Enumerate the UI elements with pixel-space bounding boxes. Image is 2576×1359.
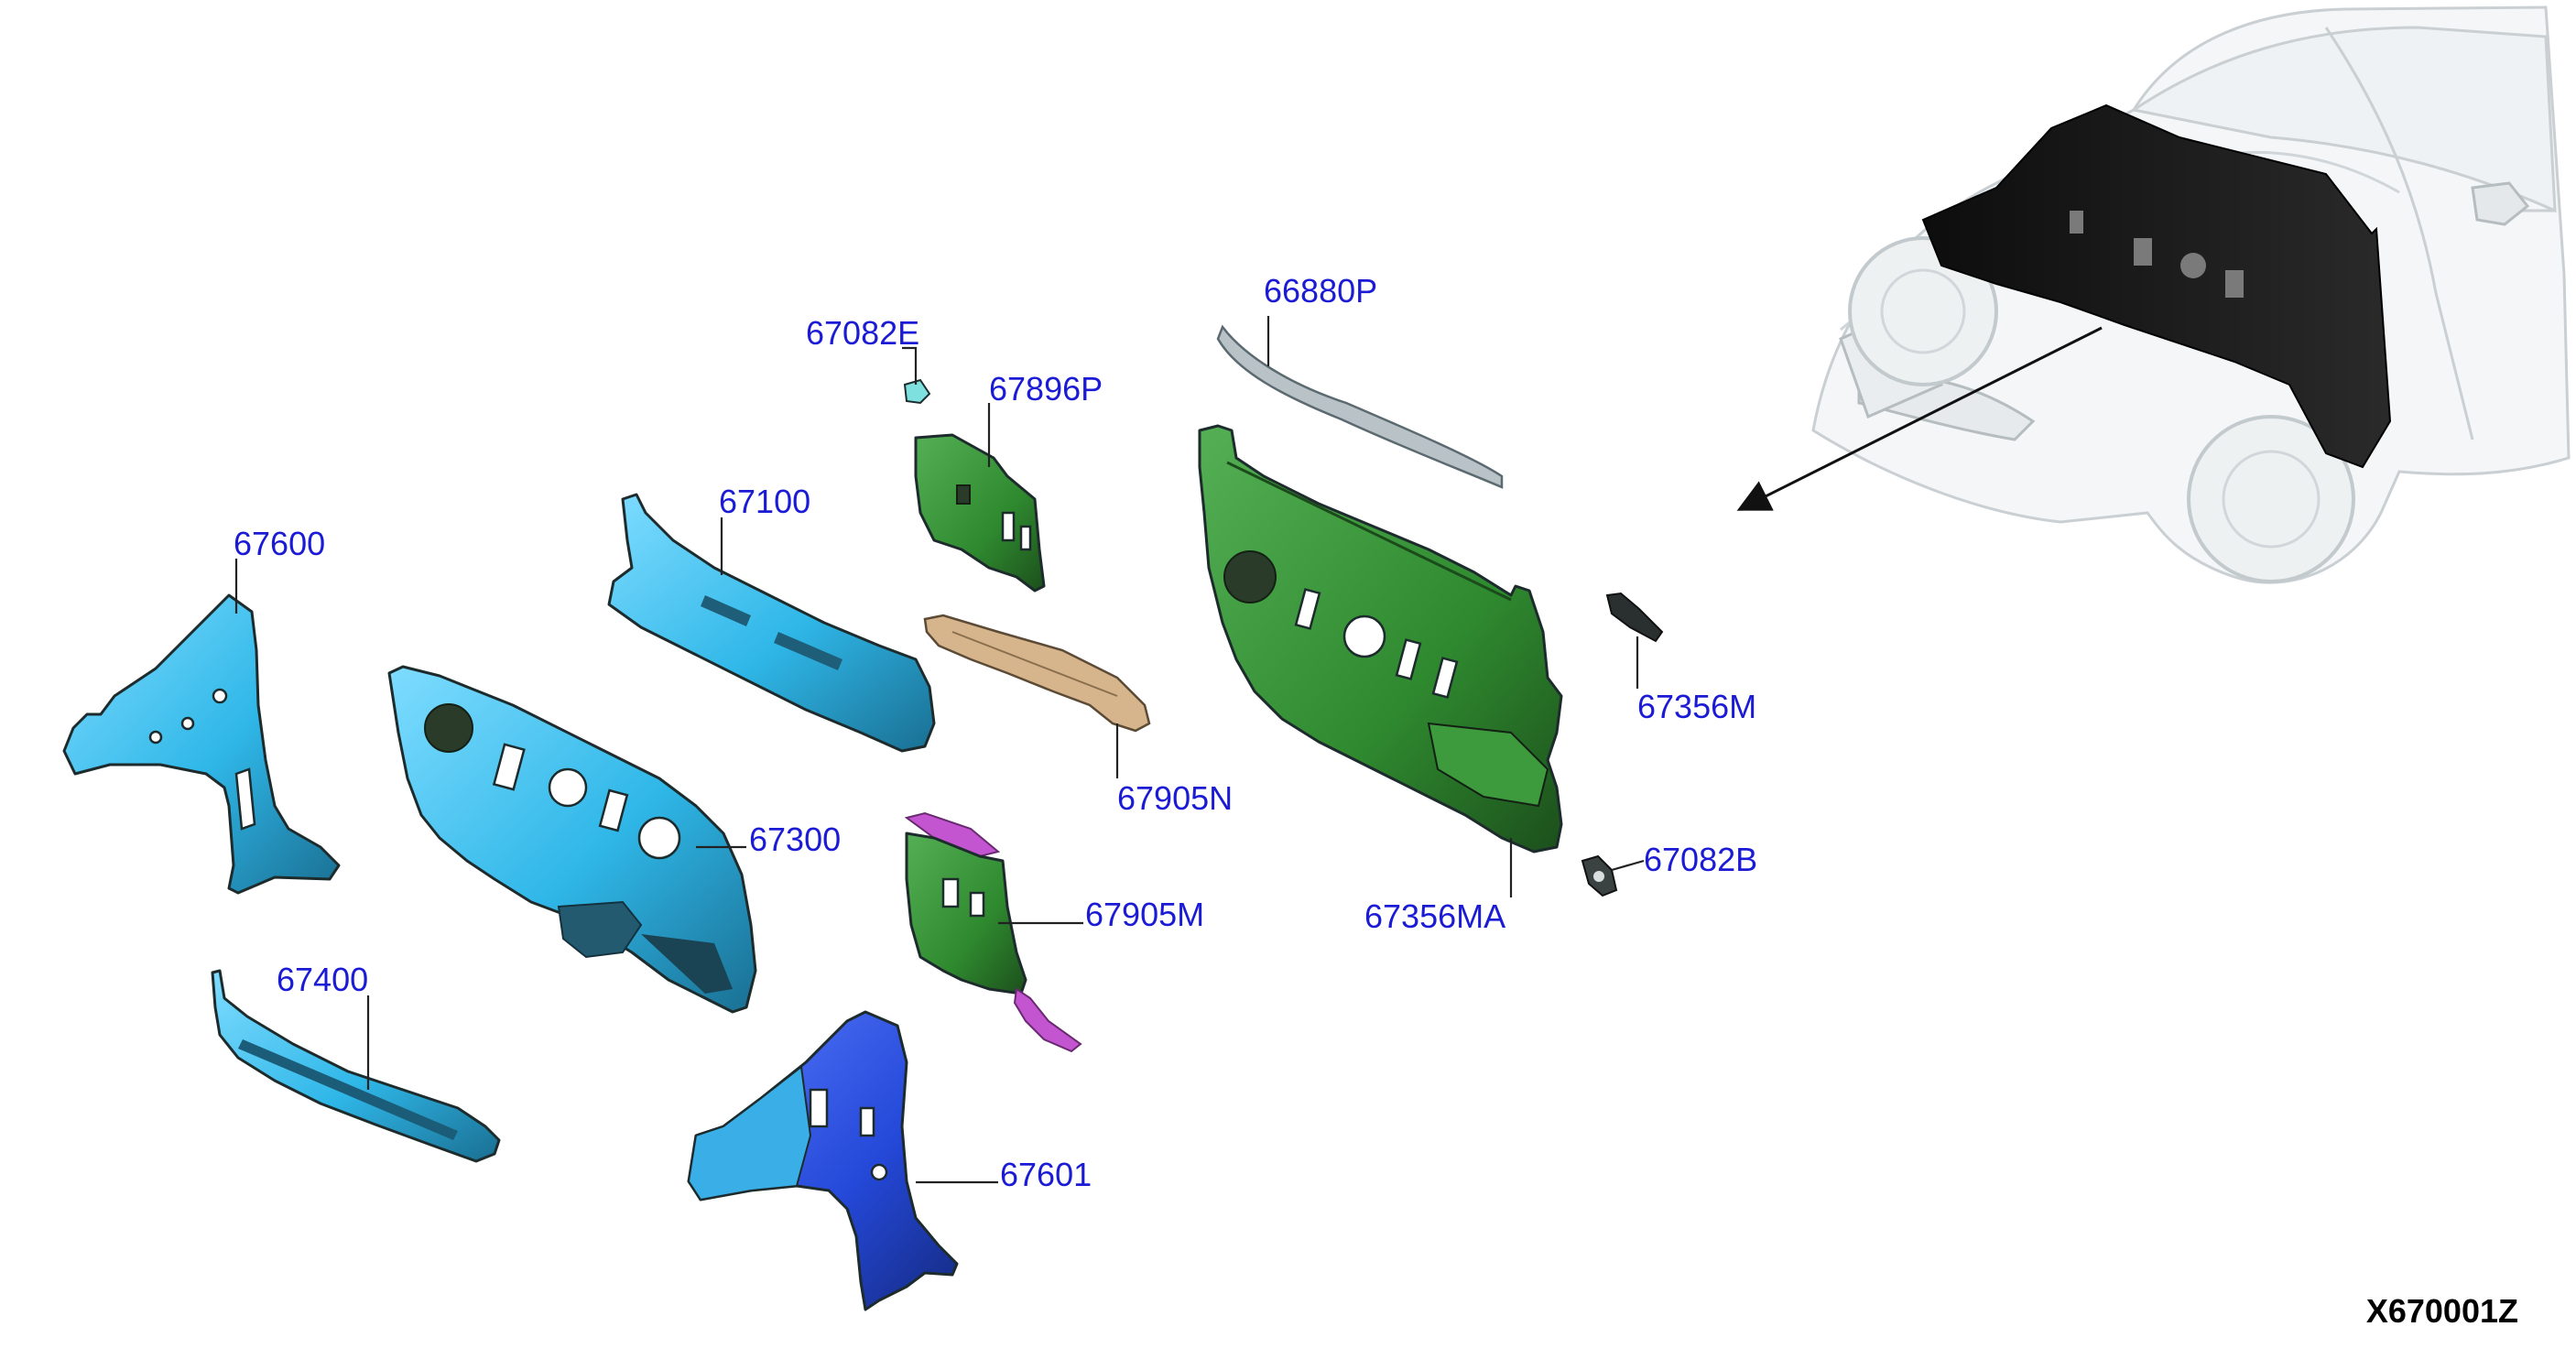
part-67896P-illustration <box>914 433 1046 593</box>
part-label-67905M[interactable]: 67905M <box>1085 896 1204 933</box>
part-67300-round-hole <box>637 816 681 860</box>
part-67082E-shape <box>903 378 931 405</box>
part-67300-shape <box>387 665 757 1014</box>
part-label-67100[interactable]: 67100 <box>719 483 810 520</box>
vehicle-front-wheel-left-hub <box>1880 268 1966 354</box>
vehicle-front-wheel-right <box>2187 415 2355 583</box>
part-67356M-illustration <box>1605 592 1664 643</box>
part-67356MA-round-hole <box>1223 550 1277 603</box>
part-label-67896P[interactable]: 67896P <box>989 370 1103 408</box>
part-label-67905N[interactable]: 67905N <box>1117 779 1233 817</box>
part-67600-shape <box>62 593 341 895</box>
part-67905M-shape <box>905 832 1027 995</box>
part-67601-hole <box>870 1163 888 1181</box>
part-67356MA-hole <box>1294 588 1321 630</box>
part-67601-hole <box>859 1106 875 1137</box>
vehicle-front-wheel-left <box>1848 236 1998 386</box>
part-label-67400[interactable]: 67400 <box>277 961 368 998</box>
part-67905N-shape <box>923 614 1151 733</box>
part-67300-lower-step <box>641 934 733 994</box>
part-67905N-ridge <box>951 631 1118 697</box>
part-67356MA-top-flange <box>1226 461 1512 602</box>
part-label-67601[interactable]: 67601 <box>1000 1156 1092 1193</box>
part-67082B-center <box>1593 871 1604 882</box>
part-label-67082B[interactable]: 67082B <box>1644 841 1757 878</box>
part-67896P-hole <box>1019 525 1032 551</box>
part-67400-flange <box>238 1039 458 1140</box>
vehicle-dash-hole <box>2180 253 2206 278</box>
part-66880P-shape <box>1216 324 1504 489</box>
part-67356MA-hole <box>1395 638 1422 680</box>
part-67356M-shape <box>1605 592 1664 643</box>
part-67300-hole <box>492 743 526 791</box>
part-label-67600[interactable]: 67600 <box>234 525 325 562</box>
part-67300-round-hole <box>424 703 473 753</box>
part-label-67300[interactable]: 67300 <box>749 821 841 858</box>
part-label-67356M[interactable]: 67356M <box>1637 688 1756 725</box>
pointer-arrow <box>1736 326 2103 511</box>
vehicle-dash-hole <box>2070 211 2083 234</box>
part-labels: 67082E 67896P 66880P 67100 67600 67356M … <box>234 272 1757 1193</box>
part-67600-hole <box>212 688 228 704</box>
leader-lines <box>234 316 1645 1184</box>
part-67896P-hole <box>956 484 971 505</box>
vehicle-dash-hole <box>2134 238 2152 266</box>
part-67100-shape <box>607 493 936 753</box>
vehicle-windshield <box>2130 26 2557 213</box>
part-67356MA-illustration <box>1198 424 1563 853</box>
part-67601-cyan-face <box>687 1065 812 1201</box>
part-67600-illustration <box>62 593 341 895</box>
vehicle-mirror <box>2471 181 2530 226</box>
part-label-67356MA[interactable]: 67356MA <box>1364 897 1505 935</box>
part-66880P-illustration <box>1216 324 1504 489</box>
part-67100-slot <box>701 595 751 626</box>
part-67601-illustration <box>687 1010 959 1311</box>
part-67300-tunnel <box>557 900 643 959</box>
part-67100-illustration <box>607 493 936 753</box>
part-67356MA-lower-duct <box>1427 722 1549 808</box>
diagram-code: X670001Z <box>2366 1292 2518 1330</box>
part-67601-hole <box>809 1088 829 1128</box>
part-67400-illustration <box>211 969 501 1163</box>
part-67356MA-hole <box>1431 657 1459 699</box>
part-67600-hole <box>148 730 163 745</box>
part-67905M-purple-tail <box>1013 987 1082 1053</box>
part-67400-shape <box>211 969 501 1163</box>
vehicle-dash-hole <box>2225 270 2244 298</box>
part-67600-hole <box>180 716 195 731</box>
leader-67082B <box>1611 859 1645 872</box>
part-67905M-hole <box>969 891 985 918</box>
part-67601-shape <box>687 1010 959 1311</box>
part-67896P-hole <box>1001 511 1016 542</box>
part-label-67082E[interactable]: 67082E <box>806 314 919 352</box>
vehicle-front-wheel-right-hub <box>2222 450 2321 549</box>
part-label-66880P[interactable]: 66880P <box>1264 272 1377 310</box>
vehicle-a-pillar <box>2324 27 2438 294</box>
part-67300-round-hole <box>548 767 588 808</box>
part-67905M-hole <box>941 877 960 908</box>
vehicle-reference-illustration <box>1736 5 2571 584</box>
part-67905N-illustration <box>923 614 1151 733</box>
part-67356MA-round-hole <box>1342 614 1386 658</box>
part-67082B-illustration <box>1581 854 1618 897</box>
vehicle-dash-assembly-highlight <box>1921 103 2392 469</box>
part-67600-opening <box>234 767 256 831</box>
part-67300-hole <box>598 788 629 832</box>
part-67905M-illustration <box>904 811 1082 1053</box>
part-67896P-shape <box>914 433 1046 593</box>
part-67082E-illustration <box>903 378 931 405</box>
leader-67082E <box>902 346 918 385</box>
part-67300-illustration <box>387 665 757 1014</box>
part-67100-slot <box>774 632 842 670</box>
